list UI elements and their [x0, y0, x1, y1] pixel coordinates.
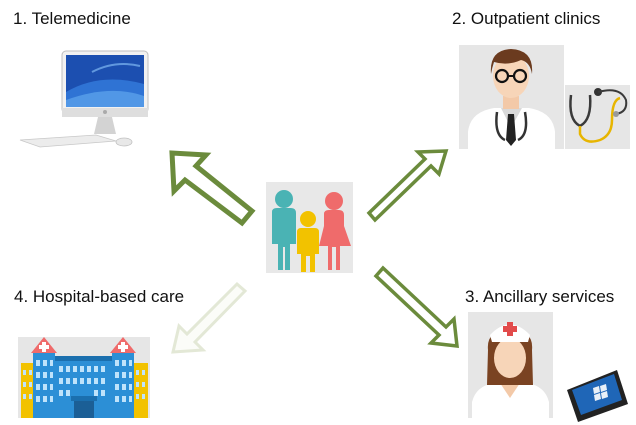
label-ancillary-services: 3. Ancillary services	[465, 287, 615, 306]
tablet-icon	[567, 370, 628, 422]
arrow-to-hospital	[171, 281, 248, 354]
label-telemedicine: 1. Telemedicine	[13, 9, 131, 28]
stethoscope-icon	[565, 85, 630, 149]
family-icon	[266, 182, 353, 273]
desktop-computer-icon	[19, 50, 149, 148]
arrow-to-telemedicine	[169, 150, 256, 227]
label-outpatient-clinics: 2. Outpatient clinics	[452, 9, 601, 28]
arrow-to-outpatient	[366, 149, 449, 223]
hospital-icon	[18, 337, 150, 418]
nurse-icon	[468, 312, 553, 418]
doctor-icon	[459, 45, 564, 149]
label-hospital-based-care: 4. Hospital-based care	[14, 287, 185, 306]
arrow-to-ancillary	[373, 265, 459, 348]
